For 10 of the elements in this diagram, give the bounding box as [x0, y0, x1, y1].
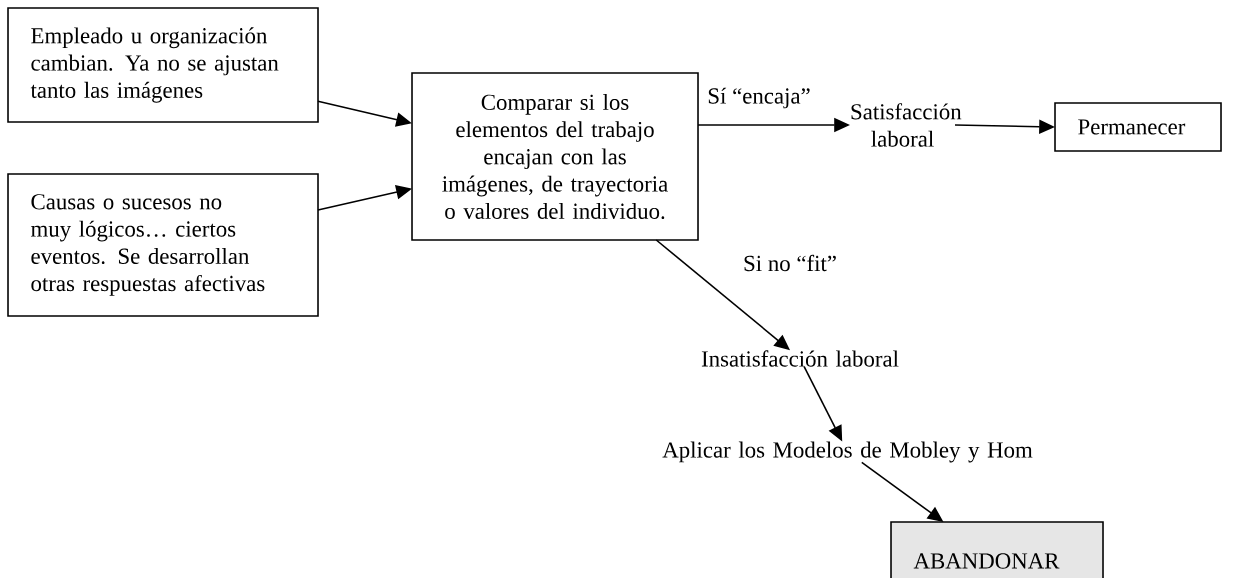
node-text: Satisfacción laboral: [851, 103, 962, 147]
node-text: Insatisfacción laboral: [701, 350, 899, 367]
process-box: Permanecer: [1054, 102, 1222, 152]
edge-label: Sí “encaja”: [705, 85, 813, 111]
process-box: Causas o sucesos no muy lógicos… ciertos eventos. Se desarrollan otras respuestas afectivas: [7, 173, 319, 317]
process-box: ABANDONAR: [890, 521, 1104, 578]
process-box: Empleado u organización cambian. Ya no se ajustan tanto las imágenes: [7, 7, 319, 123]
node-text: Aplicar los Modelos de Mobley y Hom: [662, 441, 1033, 463]
process-box: Comparar si los elementos del trabajo encajan con las imágenes, de trayectoria o valores del individuo.: [411, 72, 699, 241]
edge-label: Si no “fit”: [741, 253, 839, 273]
